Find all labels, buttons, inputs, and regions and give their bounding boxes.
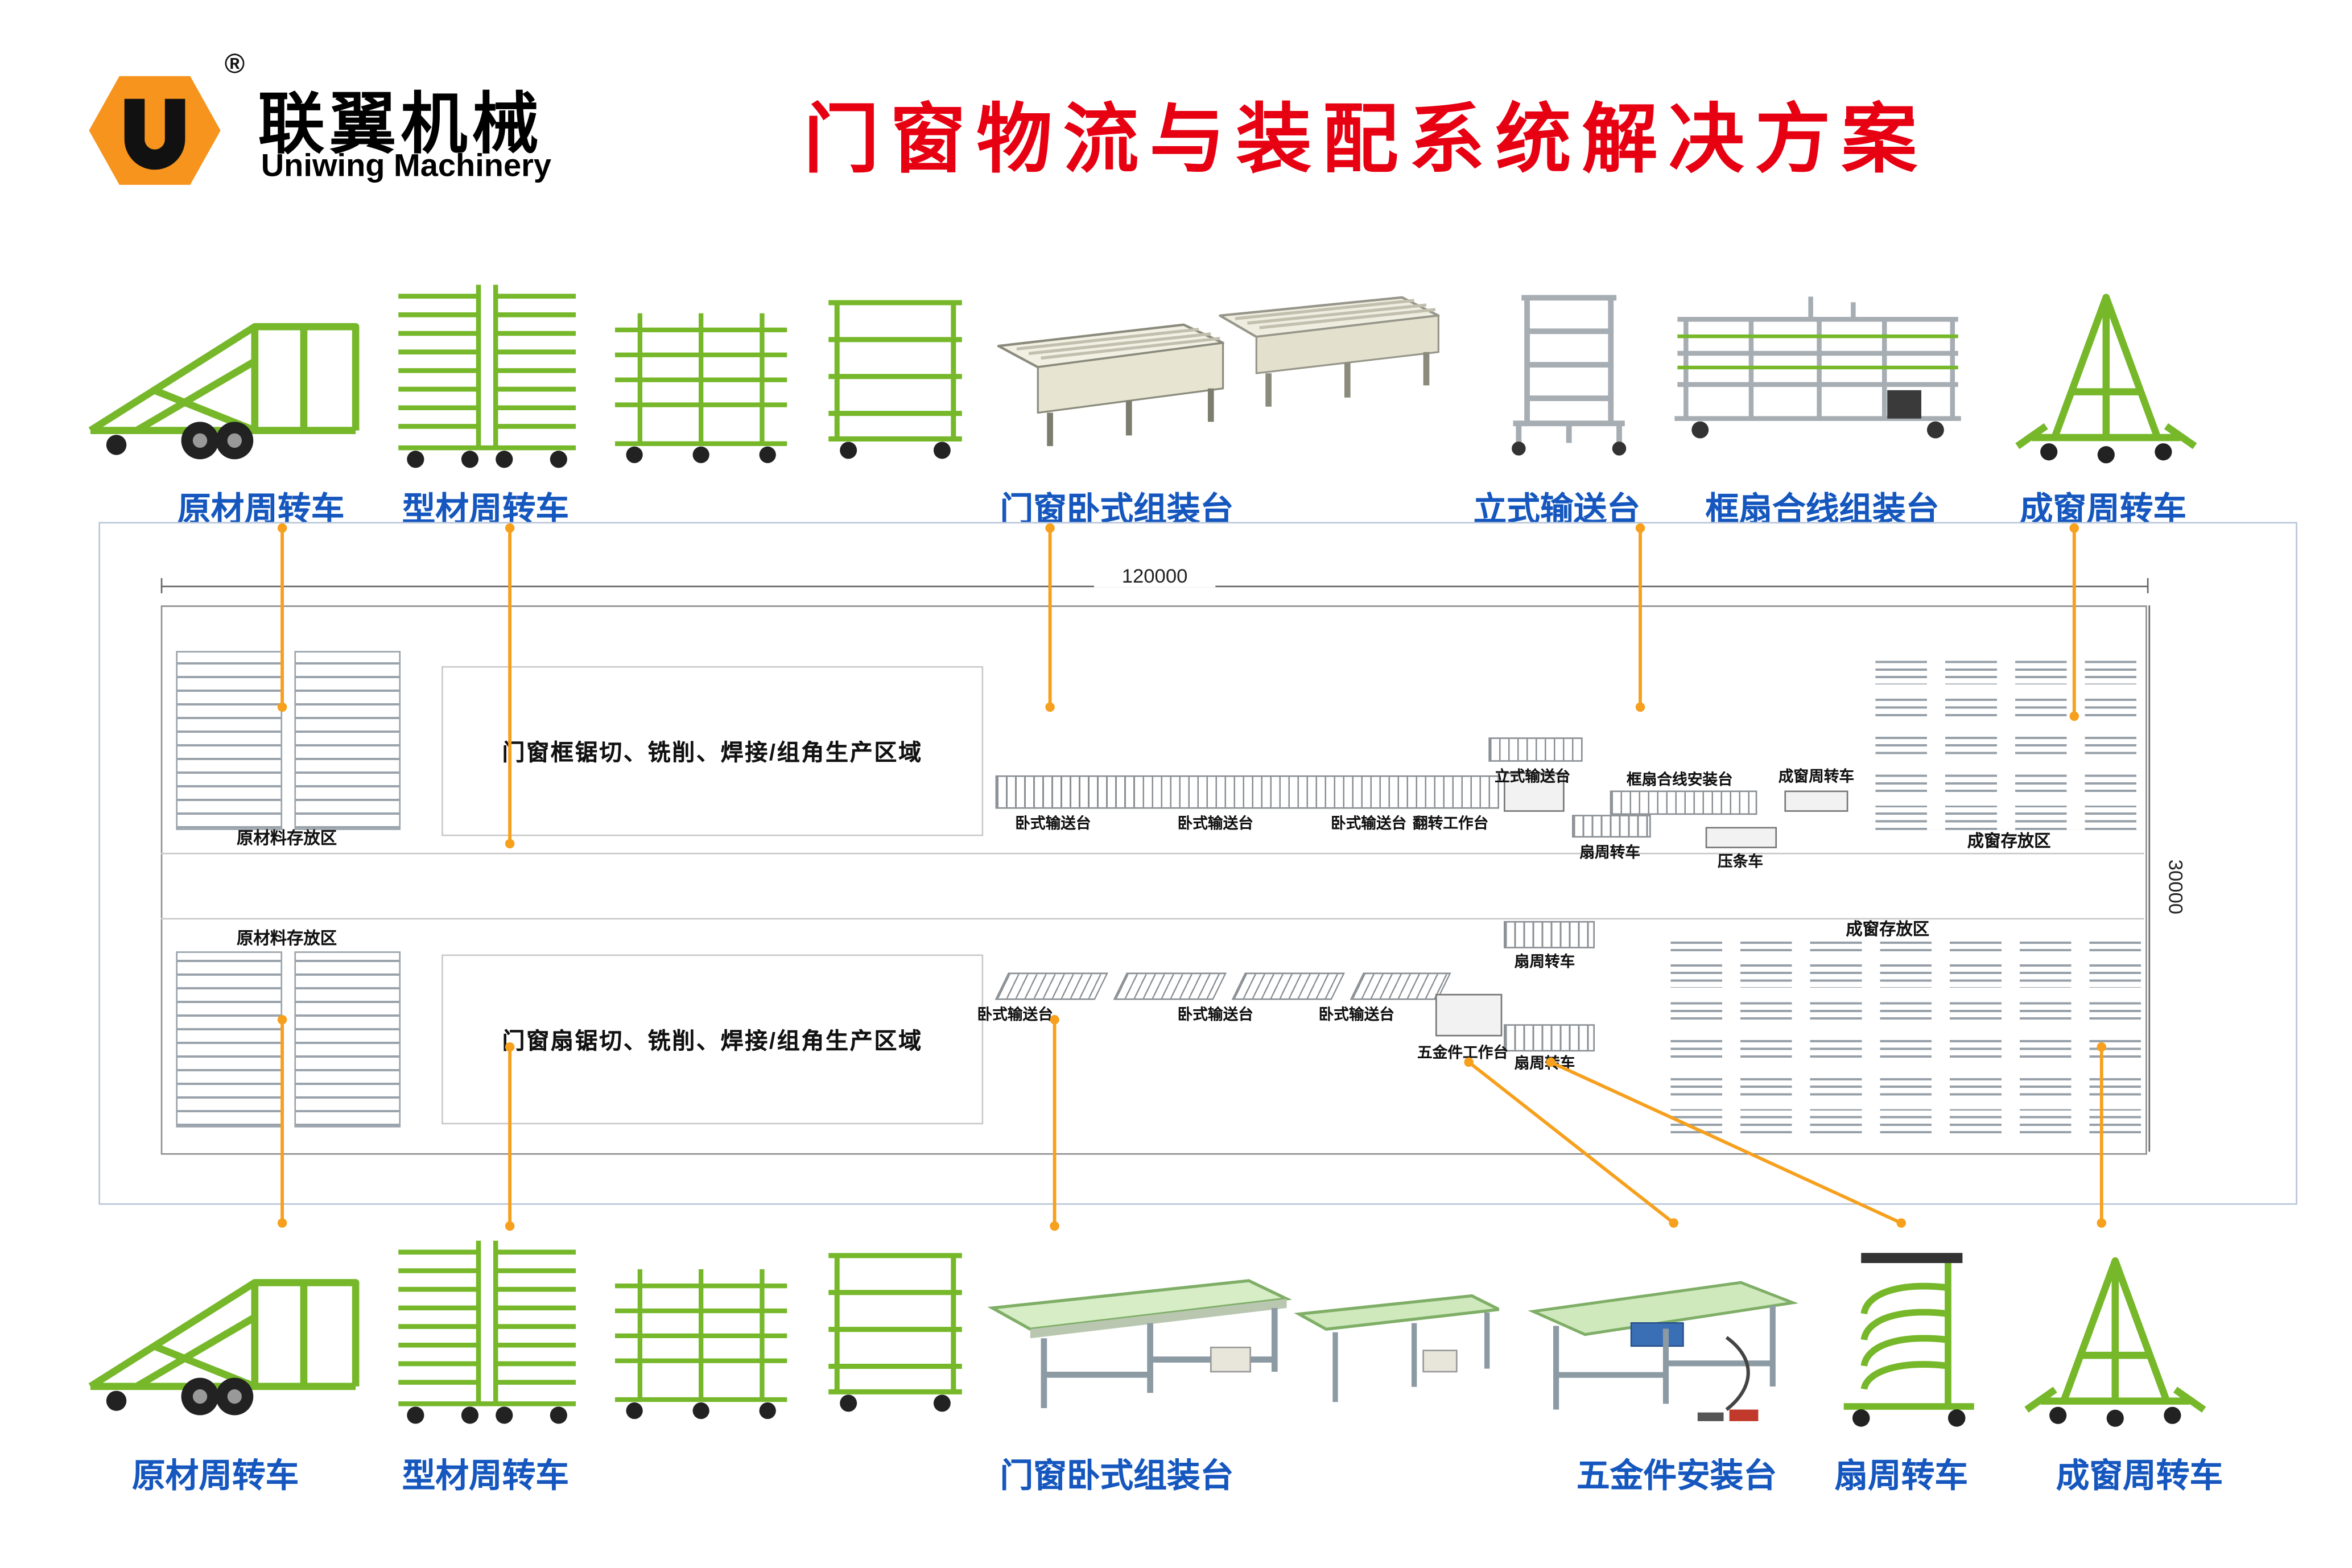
plan-label-conveyor: 卧式输送台 xyxy=(1330,816,1407,833)
profile-rack-cart-2-icon xyxy=(604,1253,798,1429)
corridor-line xyxy=(160,852,2144,855)
hardware-install-table-icon xyxy=(1517,1260,1806,1439)
vertical-conveyor-graphic xyxy=(1488,737,1583,762)
horizontal-conveyor-graphic xyxy=(995,972,1108,1000)
bottom-label-profile-cart: 型材周转车 xyxy=(402,1456,570,1495)
plan-label-conveyor: 卧式输送台 xyxy=(977,1007,1053,1025)
page-title: 门窗物流与装配系统解决方案 xyxy=(803,97,1928,183)
plan-label-conveyor: 卧式输送台 xyxy=(1177,1007,1253,1025)
dimension-line-vertical xyxy=(2148,605,2151,1152)
plan-label-vertical-conveyor: 立式输送台 xyxy=(1494,769,1571,786)
a-frame-cart-icon xyxy=(2015,1238,2215,1432)
raw-storage-rack xyxy=(294,951,401,1128)
shelf-cart-icon xyxy=(816,291,974,467)
frame-sash-line-graphic xyxy=(1610,790,1757,815)
trailer-cart-icon xyxy=(79,291,368,466)
top-label-vertical-conveyor: 立式输送台 xyxy=(1473,490,1641,529)
finished-cart-graphic xyxy=(1784,790,1848,812)
plan-label-sash-cart: 扇周转车 xyxy=(1579,845,1641,862)
hardware-worktable-graphic xyxy=(1435,993,1503,1037)
plan-label-conveyor: 卧式输送台 xyxy=(1177,816,1253,833)
plan-label-sash-cart: 扇周转车 xyxy=(1514,1056,1575,1073)
top-label-finished-window-cart: 成窗周转车 xyxy=(2019,490,2187,529)
dimension-height-label: 30000 xyxy=(2164,849,2188,925)
bead-cart-graphic xyxy=(1705,827,1777,848)
bottom-label-sash-cart: 扇周转车 xyxy=(1834,1456,1969,1495)
profile-rack-cart-2-icon xyxy=(604,298,798,473)
plan-label-finished-cart: 成窗周转车 xyxy=(1778,769,1855,786)
top-label-horizontal-assembly: 门窗卧式组装台 xyxy=(1000,490,1234,529)
dim-tick xyxy=(2147,578,2149,593)
sash-cart-icon xyxy=(1821,1244,2000,1435)
plan-label-bead-cart: 压条车 xyxy=(1718,854,1764,871)
sash-cart-graphic xyxy=(1503,921,1595,948)
raw-storage-rack xyxy=(294,651,401,830)
assembly-table-icon xyxy=(983,1262,1499,1429)
finished-storage-racks xyxy=(1670,939,2143,1134)
raw-storage-label-bottom: 原材料存放区 xyxy=(237,930,337,948)
sash-cart-graphic xyxy=(1503,1024,1595,1052)
raw-storage-rack xyxy=(176,951,283,1128)
sash-cart-graphic xyxy=(1572,815,1651,838)
profile-rack-cart-icon xyxy=(387,1232,587,1433)
profile-rack-cart-icon xyxy=(387,276,587,476)
plan-label-sash-cart: 扇周转车 xyxy=(1514,954,1575,971)
horizontal-conveyor-graphic xyxy=(1113,972,1227,1000)
plan-label-conveyor: 卧式输送台 xyxy=(1015,816,1091,833)
vertical-conveyor-icon xyxy=(1499,285,1639,458)
raw-storage-label-top: 原材料存放区 xyxy=(237,830,337,848)
roller-assembly-table-icon xyxy=(989,291,1445,461)
top-label-raw-material-cart: 原材周转车 xyxy=(177,490,345,529)
bottom-label-raw-material-cart: 原材周转车 xyxy=(131,1456,299,1495)
plan-label-hardware-worktable: 五金件工作台 xyxy=(1417,1045,1508,1062)
top-label-profile-cart: 型材周转车 xyxy=(402,490,570,529)
corridor-line xyxy=(160,918,2144,920)
dim-tick xyxy=(160,578,163,593)
bottom-label-finished-window-cart: 成窗周转车 xyxy=(2056,1456,2223,1495)
plan-label-frame-sash-line: 框扇合线安装台 xyxy=(1627,772,1733,789)
registered-trademark: ® xyxy=(224,48,245,79)
uniwing-logo-icon xyxy=(89,76,221,185)
horizontal-conveyor-graphic xyxy=(995,775,1499,809)
shelf-cart-icon xyxy=(816,1244,974,1420)
trailer-cart-icon xyxy=(79,1247,368,1422)
floor-plan-panel: 120000 30000 原材料存放区 原材料存放区 门窗框锯切、铣削、焊接/组… xyxy=(98,522,2297,1205)
plant-outline xyxy=(160,605,2147,1155)
sash-production-zone: 门窗扇锯切、铣削、焊接/组角生产区域 xyxy=(441,954,984,1125)
bottom-label-horizontal-assembly: 门窗卧式组装台 xyxy=(1000,1456,1234,1495)
finished-storage-label-bottom: 成窗存放区 xyxy=(1846,921,1930,939)
horizontal-conveyor-graphic xyxy=(1231,972,1346,1000)
plan-label-flip-table: 翻转工作台 xyxy=(1412,816,1489,833)
frame-sash-assembly-icon xyxy=(1666,285,1969,458)
plan-label-conveyor: 卧式输送台 xyxy=(1318,1007,1394,1025)
brand-name-en: Uniwing Machinery xyxy=(261,148,552,184)
raw-storage-rack xyxy=(176,651,283,830)
a-frame-cart-icon xyxy=(2006,276,2206,467)
flip-worktable-graphic xyxy=(1503,772,1565,812)
finished-storage-label-top: 成窗存放区 xyxy=(1967,833,2051,852)
frame-production-zone: 门窗框锯切、铣削、焊接/组角生产区域 xyxy=(441,666,984,836)
brand-name-cn: 联翼机械 xyxy=(258,88,543,163)
dimension-width-label: 120000 xyxy=(1094,564,1216,588)
bottom-label-hardware-install: 五金件安装台 xyxy=(1576,1456,1777,1495)
brand-logo: ® 联翼机械 Uniwing Machinery xyxy=(79,48,580,209)
top-label-frame-sash-assembly: 框扇合线组装台 xyxy=(1705,490,1940,529)
finished-storage-racks xyxy=(1875,651,2143,830)
